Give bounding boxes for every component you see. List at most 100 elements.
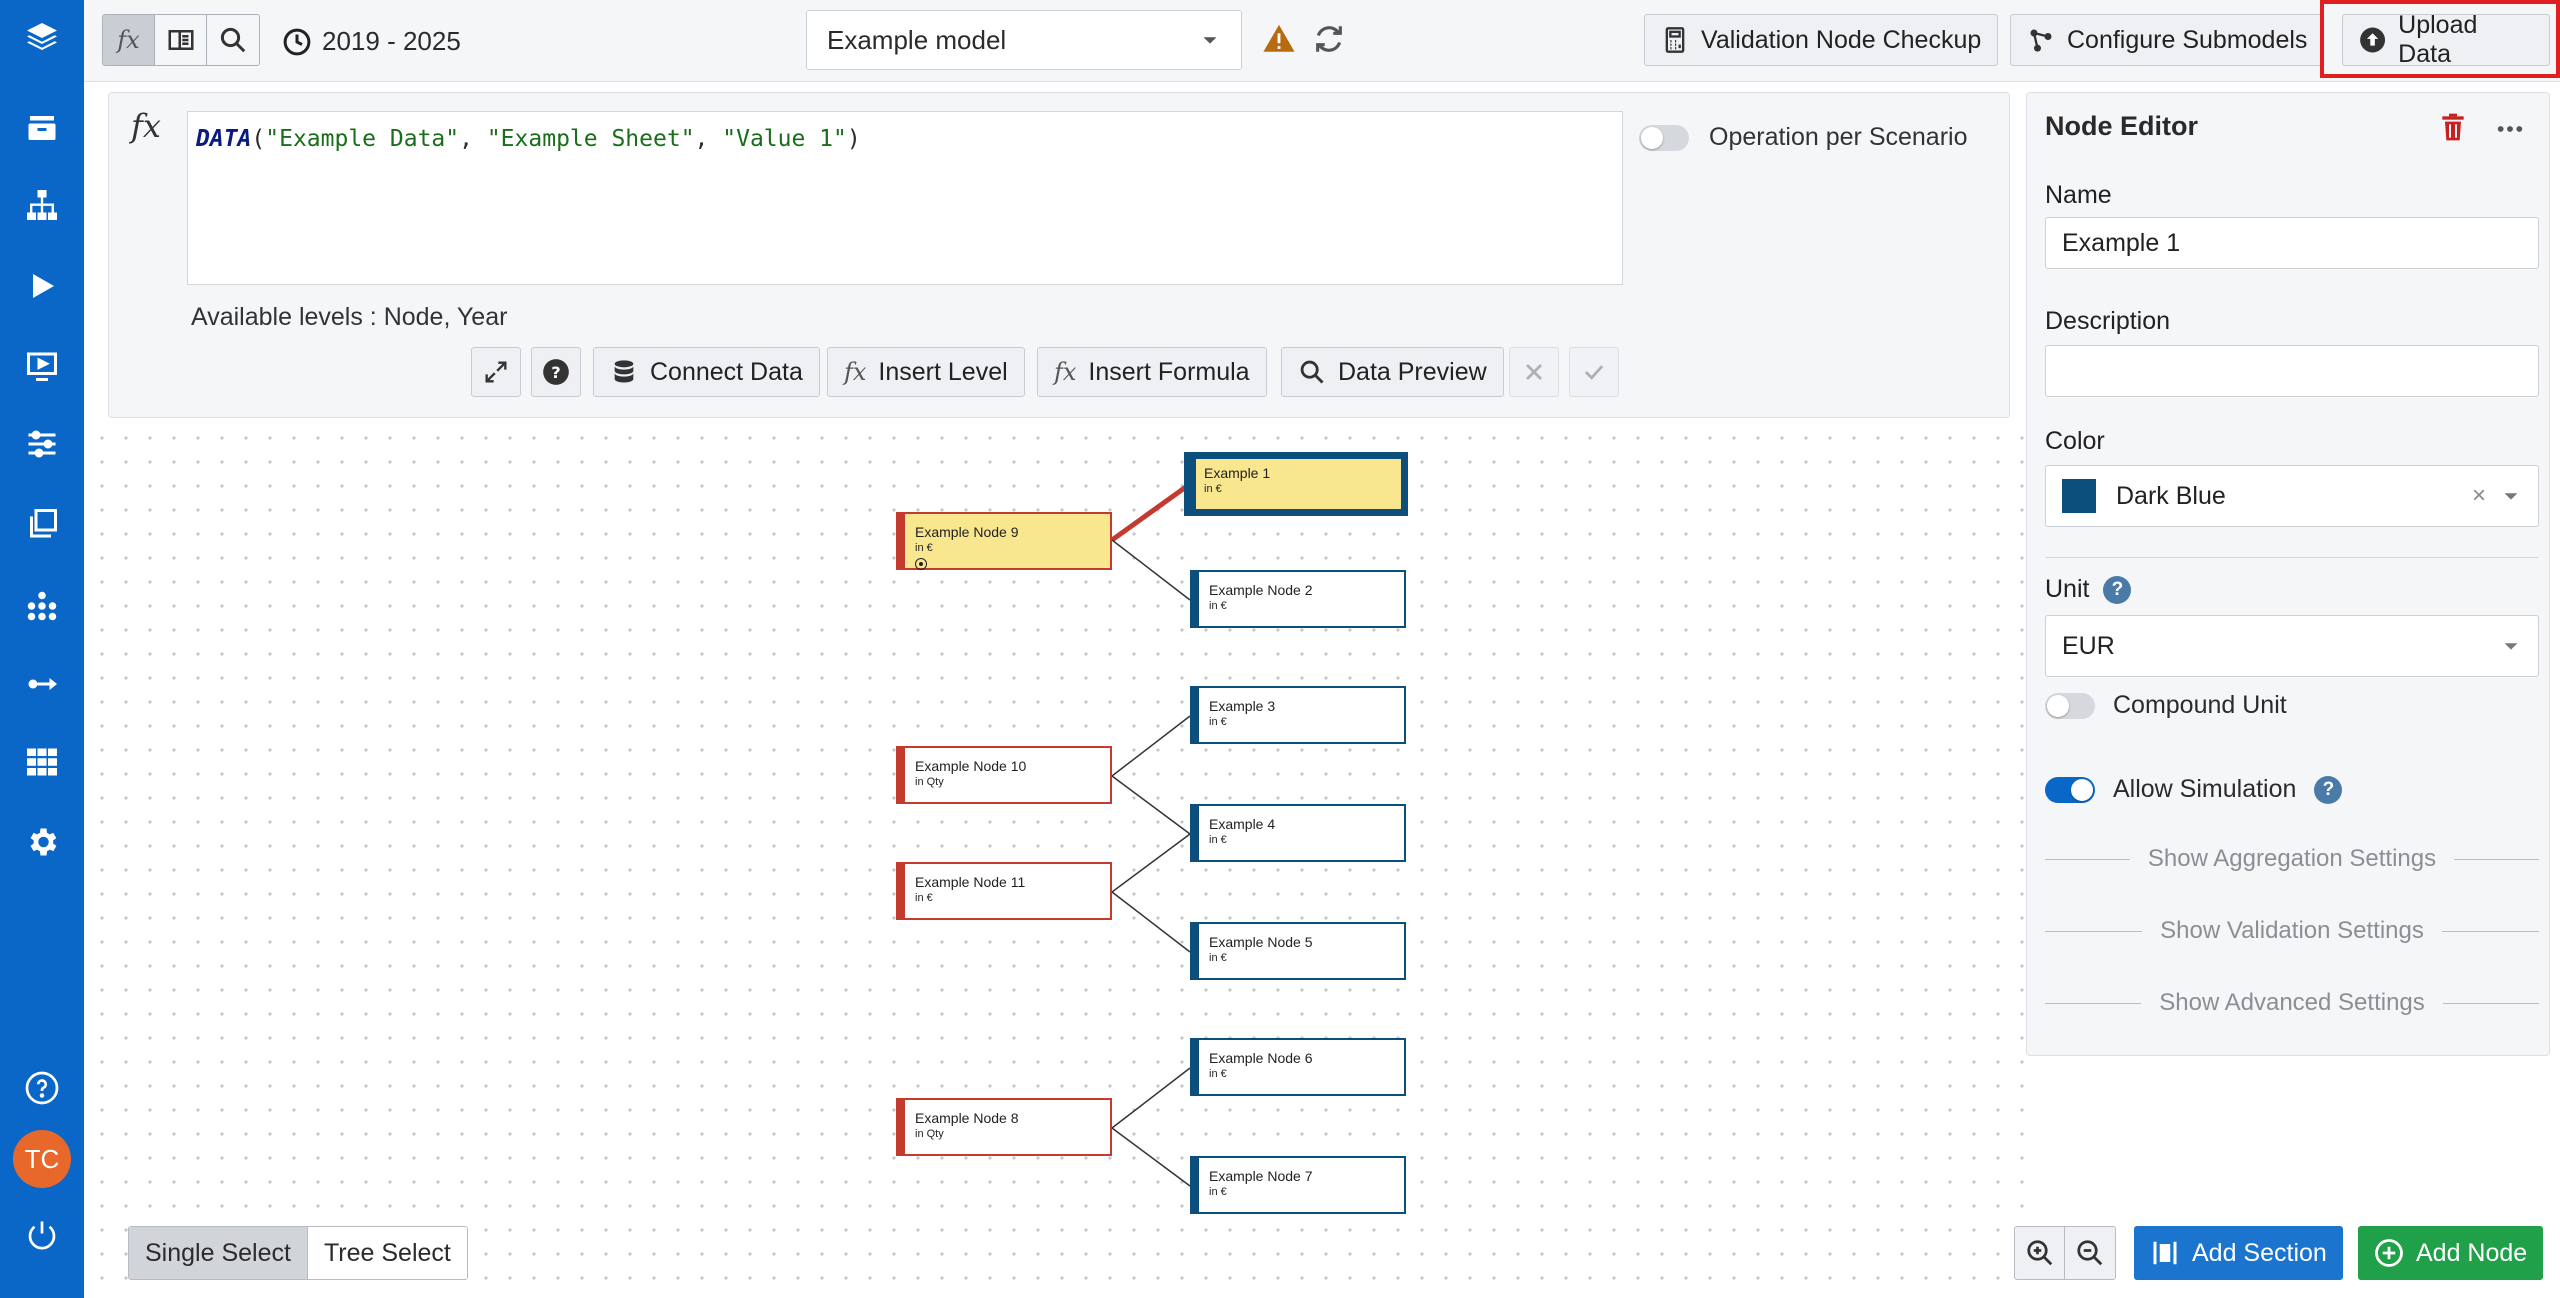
node-example-node-6[interactable]: Example Node 6 in € (1190, 1038, 1406, 1096)
tree-select-button[interactable]: Tree Select (307, 1227, 467, 1279)
formula-comma-2: , (694, 126, 723, 152)
configure-submodels-button[interactable]: Configure Submodels (2010, 14, 2325, 66)
description-label: Description (2045, 307, 2171, 335)
node-example-node-5[interactable]: Example Node 5 in € (1190, 922, 1406, 980)
clear-icon[interactable]: × (2471, 482, 2486, 509)
node-editor-title: Node Editor (2045, 111, 2198, 141)
expand-button[interactable] (471, 347, 521, 397)
show-validation-settings[interactable]: Show Validation Settings (2045, 917, 2539, 945)
delete-node-button[interactable] (2437, 111, 2469, 148)
validation-node-checkup-button[interactable]: Validation Node Checkup (1644, 14, 1999, 66)
zoom-controls (2014, 1226, 2116, 1280)
node-example-node-8[interactable]: Example Node 8 in Qty (896, 1098, 1112, 1156)
hierarchy-icon[interactable] (22, 185, 62, 225)
confirm-formula-button[interactable] (1569, 347, 1619, 397)
allow-simulation-toggle[interactable] (2045, 776, 2095, 803)
insert-level-button[interactable]: fx Insert Level (827, 347, 1025, 397)
avatar[interactable]: TC (13, 1130, 71, 1188)
connection-n11-e5 (1111, 891, 1191, 953)
single-select-button[interactable]: Single Select (129, 1227, 308, 1279)
description-input[interactable] (2045, 345, 2539, 397)
color-select[interactable]: Dark Blue × (2045, 465, 2539, 527)
node-example-3[interactable]: Example 3 in € (1190, 686, 1406, 744)
archive-icon[interactable] (22, 108, 62, 148)
insert-formula-button[interactable]: fx Insert Formula (1037, 347, 1267, 397)
year-range-text: 2019 - 2025 (322, 26, 461, 56)
compound-unit-label: Compound Unit (2113, 691, 2287, 719)
search-icon (1300, 360, 1324, 384)
cancel-formula-button[interactable] (1509, 347, 1559, 397)
upload-data-button[interactable]: Upload Data (2342, 11, 2550, 68)
node-example-9[interactable]: Example Node 9 in € (896, 512, 1112, 570)
help-button[interactable]: ? (531, 347, 581, 397)
copy-icon[interactable] (22, 504, 62, 544)
divider (2045, 557, 2539, 558)
node-example-node-10[interactable]: Example Node 10 in Qty (896, 746, 1112, 804)
simulation-help-icon[interactable]: ? (2314, 775, 2343, 804)
layers-icon[interactable] (22, 18, 62, 58)
power-icon[interactable] (22, 1215, 62, 1255)
model-canvas[interactable]: Example Node 9 in € Example 1 in € Examp… (84, 420, 2024, 1298)
node-example-node-7[interactable]: Example Node 7 in € (1190, 1156, 1406, 1214)
warning-icon[interactable] (1262, 22, 1296, 61)
play-icon[interactable] (22, 266, 62, 306)
node-example-4[interactable]: Example 4 in € (1190, 804, 1406, 862)
node-example-1[interactable]: Example 1 in € (1184, 452, 1408, 516)
allow-simulation[interactable]: Allow Simulation ? (2045, 775, 2343, 804)
unit-help-icon[interactable]: ? (2103, 575, 2132, 604)
formula-function: DATA (196, 126, 252, 152)
name-input[interactable]: Example 1 (2045, 217, 2539, 269)
node-unit: in € (1209, 834, 1227, 846)
data-preview-label: Data Preview (1338, 357, 1487, 386)
settings-icon[interactable] (22, 822, 62, 862)
connect-data-button[interactable]: Connect Data (593, 347, 820, 397)
zoom-in-button[interactable] (2015, 1227, 2065, 1279)
refresh-icon[interactable] (1312, 22, 1346, 61)
svg-text:?: ? (551, 363, 560, 382)
grid-icon[interactable] (22, 742, 62, 782)
compound-unit-toggle[interactable] (2045, 692, 2095, 719)
formula-arg-2: "Example Sheet" (486, 126, 695, 152)
node-title: Example Node 5 (1209, 934, 1313, 950)
node-example-node-2[interactable]: Example Node 2 in € (1190, 570, 1406, 628)
data-preview-button[interactable]: Data Preview (1281, 347, 1504, 397)
add-section-button[interactable]: Add Section (2134, 1226, 2343, 1280)
node-unit: in € (1209, 600, 1227, 612)
formula-comma-1: , (459, 126, 487, 152)
model-select[interactable]: Example model (806, 10, 1242, 70)
formula-mode-button[interactable]: fx (103, 15, 155, 65)
operation-per-scenario[interactable]: Operation per Scenario (1639, 123, 1967, 152)
compound-unit[interactable]: Compound Unit (2045, 691, 2287, 720)
panel-icon (168, 30, 193, 50)
show-aggregation-settings[interactable]: Show Aggregation Settings (2045, 845, 2540, 873)
node-editor-panel: Node Editor Name Example 1 Description C… (2026, 92, 2550, 1056)
add-section-label: Add Section (2192, 1238, 2327, 1267)
connect-icon[interactable] (22, 664, 62, 704)
more-options-icon[interactable] (2493, 115, 2527, 148)
sliders-icon[interactable] (22, 424, 62, 464)
formula-editor[interactable]: DATA("Example Data", "Example Sheet", "V… (187, 111, 1623, 285)
network-icon[interactable] (22, 586, 62, 626)
help-circle-icon[interactable] (22, 1068, 62, 1108)
unit-label-text: Unit (2045, 575, 2090, 603)
fx-icon: fx (117, 26, 140, 54)
zoom-out-button[interactable] (2065, 1227, 2115, 1279)
connection-n10-e4 (1111, 775, 1191, 835)
search-mode-button[interactable] (207, 15, 259, 65)
node-title: Example 3 (1209, 698, 1276, 714)
node-unit: in € (915, 542, 933, 554)
upload-icon (2360, 27, 2386, 53)
node-title: Example Node 11 (915, 874, 1026, 890)
close-icon (1526, 364, 1542, 380)
unit-select[interactable]: EUR (2045, 615, 2539, 677)
show-advanced-label: Show Advanced Settings (2159, 989, 2425, 1016)
presentation-icon[interactable] (22, 346, 62, 386)
add-node-button[interactable]: Add Node (2358, 1226, 2544, 1280)
panel-mode-button[interactable] (155, 15, 207, 65)
formula-panel: fx DATA("Example Data", "Example Sheet",… (108, 92, 2010, 418)
node-example-node-11[interactable]: Example Node 11 in € (896, 862, 1112, 920)
show-advanced-settings[interactable]: Show Advanced Settings (2045, 989, 2540, 1017)
operation-per-scenario-toggle[interactable] (1639, 124, 1689, 151)
chevron-down-icon (1203, 37, 1217, 44)
year-range[interactable]: 2019 - 2025 (282, 26, 461, 57)
